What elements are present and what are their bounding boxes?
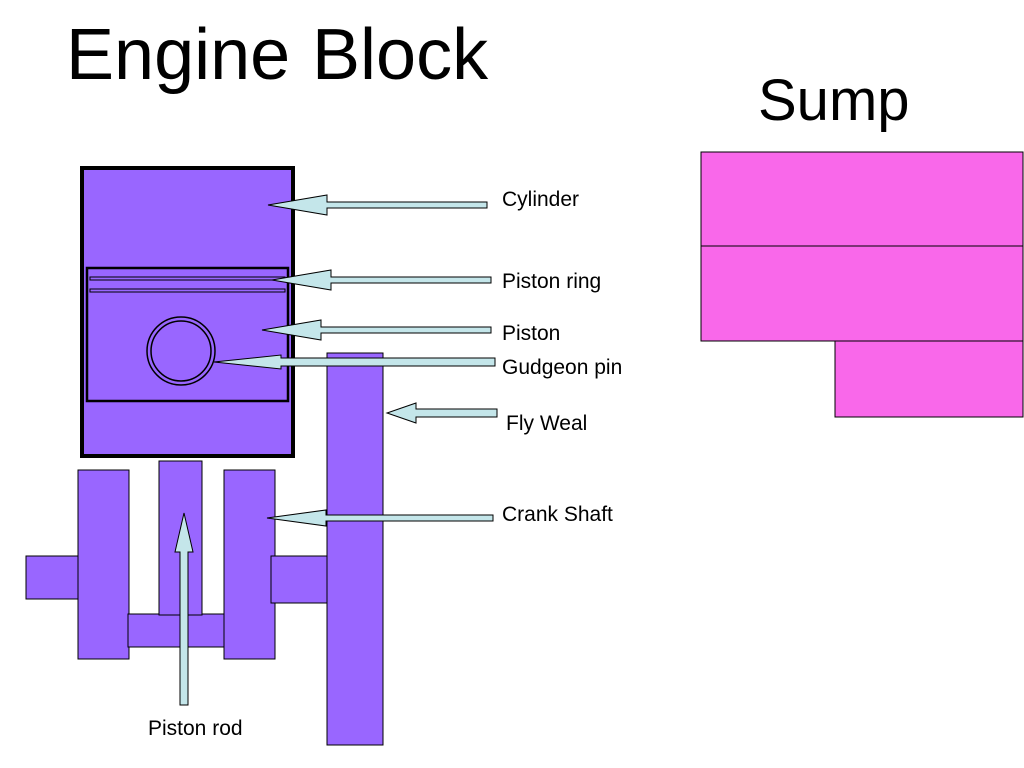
gudgeon-pin-arrow — [213, 354, 496, 370]
crank-shaft-left-stub — [25, 555, 80, 600]
fly-weal-arrow — [385, 402, 498, 424]
piston-arrow — [261, 319, 492, 341]
crank-web-left — [77, 469, 130, 660]
crank-shaft-right-stub — [270, 555, 329, 604]
piston-ring-arrow — [271, 269, 492, 291]
cylinder-arrow — [267, 194, 488, 216]
sump-middle — [700, 245, 1024, 342]
piston-ring-shape — [89, 276, 286, 281]
label-crank-shaft: Crank Shaft — [502, 503, 613, 526]
crank-shaft-arrow — [266, 509, 494, 527]
label-cylinder: Cylinder — [502, 188, 579, 211]
crank-pin — [127, 613, 225, 648]
label-piston-ring: Piston ring — [502, 270, 601, 293]
piston-rod-arrow — [174, 512, 194, 706]
title-block: Block — [312, 15, 489, 95]
piston-ring-shape-lower — [89, 288, 286, 293]
sump-bottom — [834, 340, 1024, 418]
title-sump: Sump — [758, 68, 910, 133]
crank-web-right — [223, 469, 276, 660]
fly-weal-shape — [326, 352, 384, 746]
label-fly-weal: Fly Weal — [506, 412, 587, 435]
label-gudgeon-pin: Gudgeon pin — [502, 356, 622, 379]
gudgeon-pin-inner — [150, 320, 212, 382]
title-engine: Engine — [66, 15, 291, 95]
sump-top — [700, 151, 1024, 247]
label-piston: Piston — [502, 322, 560, 345]
label-piston-rod: Piston rod — [148, 717, 243, 740]
